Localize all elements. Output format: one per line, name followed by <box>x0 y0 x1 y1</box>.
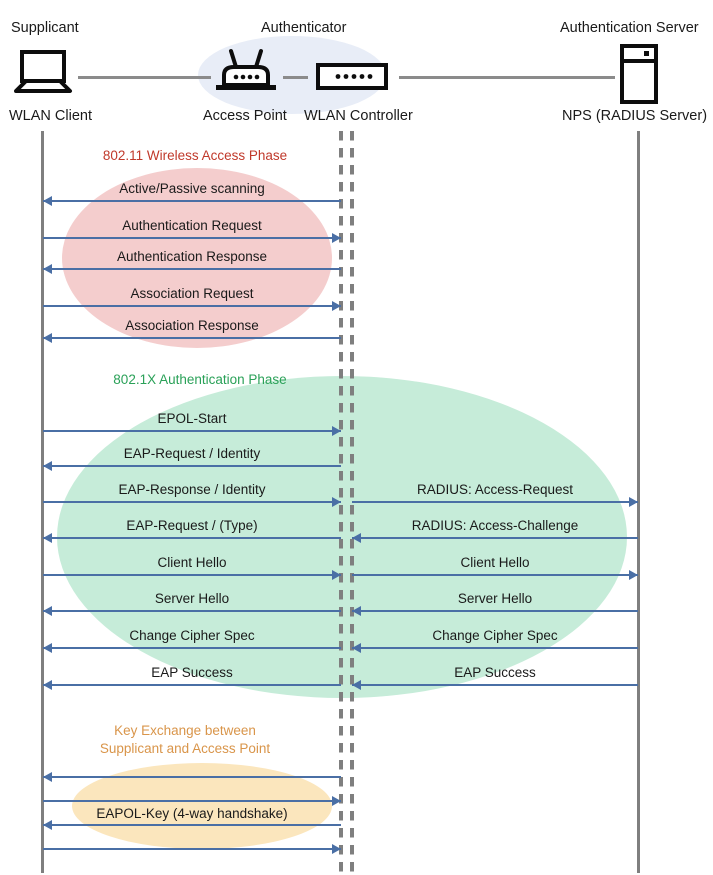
server-icon <box>619 44 659 104</box>
actor-device-wlan-client: WLAN Client <box>9 108 92 124</box>
phase2-right-msg-5-arrowhead <box>352 680 361 690</box>
phase2-right-msg-3-label: Server Hello <box>457 591 533 606</box>
phase2-left-msg-6-label: Change Cipher Spec <box>129 628 255 643</box>
phase3-msg-2-arrowhead <box>43 820 52 830</box>
actor-role-supplicant: Supplicant <box>11 20 79 36</box>
phase2-left-msg-1-label: EAP-Request / Identity <box>123 446 261 461</box>
wire-ap-to-controller <box>283 76 308 79</box>
phase2-left-msg-7-line <box>43 684 341 686</box>
phase2-left-msg-2-label: EAP-Response / Identity <box>118 482 266 497</box>
phase1-msg-1-label: Authentication Request <box>122 218 262 233</box>
phase3-msg-0-arrowhead <box>43 772 52 782</box>
phase2-left-msg-0-line <box>43 430 341 432</box>
phase1-msg-1-arrowhead <box>332 233 341 243</box>
wire-client-to-ap <box>78 76 211 79</box>
actor-device-wlan-controller: WLAN Controller <box>304 108 413 124</box>
phase1-msg-0-arrowhead <box>43 196 52 206</box>
phase2-left-msg-1-arrowhead <box>43 461 52 471</box>
phase2-left-msg-2-arrowhead <box>332 497 341 507</box>
phase2-right-msg-0-line <box>352 501 638 503</box>
phase2-left-msg-2-line <box>43 501 341 503</box>
phase2-left-msg-7-label: EAP Success <box>151 665 233 680</box>
phase2-right-msg-0-label: RADIUS: Access-Request <box>416 482 574 497</box>
phase1-msg-3-label: Association Request <box>130 286 254 301</box>
phase1-msg-2-arrowhead <box>43 264 52 274</box>
phase2-left-msg-3-line <box>43 537 341 539</box>
phase2-left-msg-6-line <box>43 647 341 649</box>
phase2-left-msg-4-label: Client Hello <box>157 555 227 570</box>
phase2-right-msg-1-line <box>352 537 638 539</box>
phase3-msg-3-arrowhead <box>332 844 341 854</box>
actor-device-access-point: Access Point <box>203 108 287 124</box>
actor-role-authenticator: Authenticator <box>261 20 347 36</box>
phase2-right-msg-4-label: Change Cipher Spec <box>432 628 558 643</box>
phase2-left-msg-4-arrowhead <box>332 570 341 580</box>
phase1-msg-1-line <box>43 237 341 239</box>
phase2-right-msg-1-label: RADIUS: Access-Challenge <box>411 518 579 533</box>
phase2-right-msg-4-line <box>352 647 638 649</box>
phase3-msg-2-line <box>43 824 341 826</box>
lifeline-supplicant <box>41 131 44 873</box>
phase-3-title-line1: Key Exchange between <box>114 723 256 738</box>
phase2-left-msg-7-arrowhead <box>43 680 52 690</box>
phase2-right-msg-1-arrowhead <box>352 533 361 543</box>
phase2-right-msg-2-line <box>352 574 638 576</box>
lifeline-access-point <box>339 131 343 873</box>
wire-controller-to-server <box>399 76 615 79</box>
phase2-left-msg-5-line <box>43 610 341 612</box>
phase2-right-msg-0-arrowhead <box>629 497 638 507</box>
phase3-msg-1-arrowhead <box>332 796 341 806</box>
phase3-msg-2-label: EAPOL-Key (4-way handshake) <box>96 806 288 821</box>
phase1-msg-3-line <box>43 305 341 307</box>
phase1-msg-2-label: Authentication Response <box>116 249 268 264</box>
lifeline-auth-server <box>637 131 640 873</box>
phase3-msg-0-line <box>43 776 341 778</box>
phase2-left-msg-5-arrowhead <box>43 606 52 616</box>
phase2-left-msg-0-arrowhead <box>332 426 341 436</box>
laptop-icon <box>12 50 74 94</box>
phase2-left-msg-1-line <box>43 465 341 467</box>
phase2-left-msg-0-label: EPOL-Start <box>157 411 227 426</box>
phase1-msg-2-line <box>43 268 341 270</box>
wlan-controller-icon <box>316 63 388 90</box>
phase3-msg-3-line <box>43 848 341 850</box>
phase2-right-msg-3-line <box>352 610 638 612</box>
phase1-msg-3-arrowhead <box>332 301 341 311</box>
phase2-right-msg-2-arrowhead <box>629 570 638 580</box>
phase2-right-msg-5-line <box>352 684 638 686</box>
phase1-msg-4-label: Association Response <box>125 318 259 333</box>
phase-1-ellipse <box>62 168 332 348</box>
phase2-right-msg-2-label: Client Hello <box>460 555 530 570</box>
phase-3-title-line2: Supplicant and Access Point <box>99 741 271 756</box>
phase3-msg-1-line <box>43 800 341 802</box>
phase1-msg-0-label: Active/Passive scanning <box>119 181 265 196</box>
phase1-msg-0-line <box>43 200 341 202</box>
phase2-left-msg-3-arrowhead <box>43 533 52 543</box>
phase2-left-msg-3-label: EAP-Request / (Type) <box>126 518 258 533</box>
phase-1-title: 802.11 Wireless Access Phase <box>102 148 288 163</box>
access-point-icon <box>214 47 278 96</box>
phase2-left-msg-6-arrowhead <box>43 643 52 653</box>
phase2-right-msg-3-arrowhead <box>352 606 361 616</box>
phase1-msg-4-arrowhead <box>43 333 52 343</box>
actor-role-auth-server: Authentication Server <box>560 20 699 36</box>
phase2-right-msg-5-label: EAP Success <box>454 665 536 680</box>
phase1-msg-4-line <box>43 337 341 339</box>
phase-2-title: 802.1X Authentication Phase <box>113 372 287 387</box>
actor-device-nps-radius-server: NPS (RADIUS Server) <box>562 108 708 124</box>
phase2-right-msg-4-arrowhead <box>352 643 361 653</box>
phase2-left-msg-5-label: Server Hello <box>154 591 230 606</box>
phase2-left-msg-4-line <box>43 574 341 576</box>
